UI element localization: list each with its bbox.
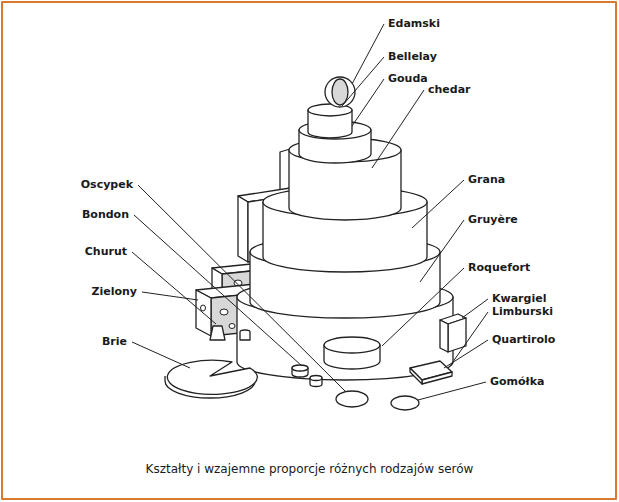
cheese-tower <box>237 77 453 380</box>
cheese-label: Limburski <box>492 305 553 318</box>
small-cheeses <box>210 314 466 410</box>
cheese-label: Gouda <box>388 72 428 85</box>
caption: Kształty i wzajemne proporcje różnych ro… <box>146 462 474 477</box>
cheese-label: Roquefort <box>468 261 530 274</box>
cheese-label: Kwargiel <box>492 292 546 305</box>
cheese-label: Edamski <box>388 17 440 30</box>
cheese-label: Oscypek <box>81 178 133 191</box>
cheese-label: chedar <box>428 83 471 96</box>
cheese-label: Gruyère <box>468 213 518 226</box>
cheese-label: Gomółka <box>490 375 544 388</box>
cheese-label: Bellelay <box>388 50 437 63</box>
cheese-label: Bondon <box>82 208 129 221</box>
cheese-label: Quartirolo <box>492 333 555 346</box>
cheese-label: Churut <box>85 245 127 258</box>
cheese-label: Grana <box>468 173 505 186</box>
cheese-label: Brie <box>102 335 127 348</box>
cheese-label: Zielony <box>91 285 137 298</box>
leader-lines <box>132 24 488 400</box>
brie <box>165 360 257 398</box>
